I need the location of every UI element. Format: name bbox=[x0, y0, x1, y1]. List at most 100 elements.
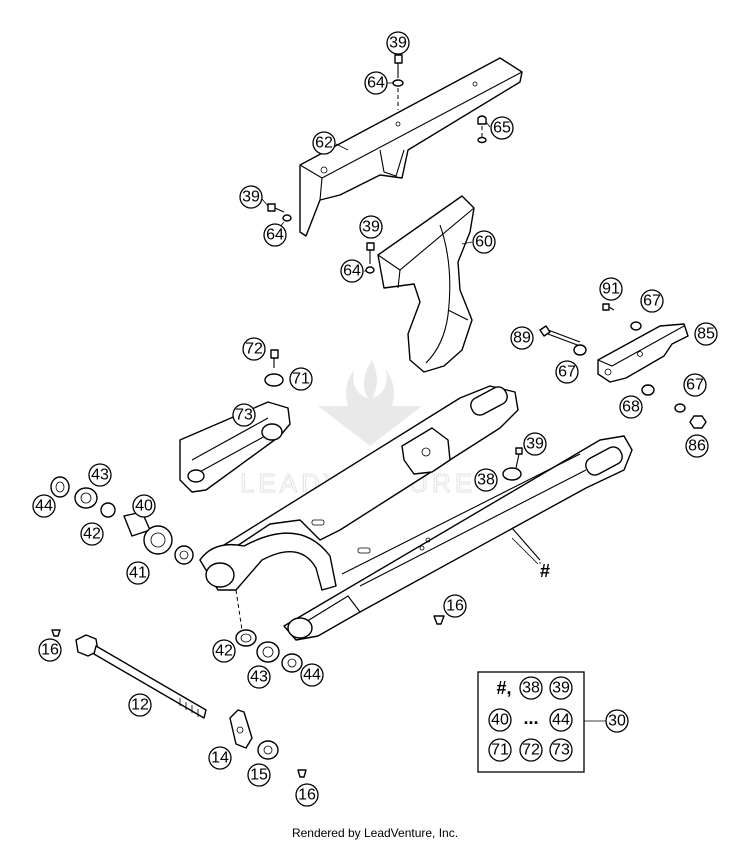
callout-67-right: 67 bbox=[683, 373, 707, 397]
kit-callout-73: 73 bbox=[549, 738, 573, 762]
svg-text:91: 91 bbox=[602, 281, 620, 298]
svg-text:62: 62 bbox=[315, 135, 333, 152]
callout-73: 73 bbox=[232, 403, 256, 427]
svg-text:41: 41 bbox=[129, 565, 147, 582]
small-parts-slider bbox=[602, 303, 707, 429]
callout-60: 60 bbox=[472, 230, 496, 254]
svg-text:43: 43 bbox=[91, 467, 109, 484]
cap-parts bbox=[51, 615, 445, 778]
svg-text:39: 39 bbox=[389, 35, 407, 52]
kit-ellipsis: ... bbox=[523, 708, 538, 728]
svg-text:16: 16 bbox=[446, 598, 464, 615]
svg-text:89: 89 bbox=[513, 330, 531, 347]
bolt-guard-side-part bbox=[267, 203, 292, 222]
callout-91: 91 bbox=[599, 277, 623, 301]
callout-43-left: 43 bbox=[88, 463, 112, 487]
callout-42-left: 42 bbox=[80, 522, 104, 546]
callout-85: 85 bbox=[694, 322, 718, 346]
callout-86: 86 bbox=[685, 434, 709, 458]
kit-box: #, ... 38 39 40 44 71 72 73 30 bbox=[477, 671, 629, 773]
pivot-stack-right bbox=[235, 589, 303, 673]
svg-text:40: 40 bbox=[135, 498, 153, 515]
callout-39-top: 39 bbox=[386, 31, 410, 55]
callout-71: 71 bbox=[289, 367, 313, 391]
svg-text:64: 64 bbox=[343, 263, 361, 280]
svg-text:71: 71 bbox=[491, 742, 509, 759]
callout-16-left: 16 bbox=[38, 638, 62, 662]
grommet-part bbox=[477, 115, 487, 144]
svg-text:67: 67 bbox=[558, 364, 576, 381]
svg-text:60: 60 bbox=[475, 234, 493, 251]
callout-64-cover: 64 bbox=[340, 259, 364, 283]
svg-text:39: 39 bbox=[362, 219, 380, 236]
svg-text:73: 73 bbox=[235, 407, 253, 424]
svg-text:14: 14 bbox=[211, 750, 229, 767]
svg-text:42: 42 bbox=[215, 643, 233, 660]
callout-67-mid: 67 bbox=[555, 360, 579, 384]
svg-text:30: 30 bbox=[608, 713, 626, 730]
svg-text:15: 15 bbox=[250, 767, 268, 784]
callout-67-top: 67 bbox=[640, 289, 664, 313]
callout-40: 40 bbox=[132, 494, 156, 518]
callout-42-right: 42 bbox=[212, 639, 236, 663]
swingarm-part bbox=[199, 385, 633, 641]
svg-text:12: 12 bbox=[131, 697, 149, 714]
svg-text:67: 67 bbox=[686, 377, 704, 394]
callout-44-right: 44 bbox=[300, 663, 324, 687]
svg-text:39: 39 bbox=[242, 189, 260, 206]
pivot-stack-left bbox=[50, 476, 194, 565]
callout-89: 89 bbox=[510, 326, 534, 350]
svg-text:68: 68 bbox=[622, 399, 640, 416]
callout-44-left: 44 bbox=[32, 494, 56, 518]
callout-65: 65 bbox=[490, 116, 514, 140]
bolt-cover-part bbox=[365, 242, 375, 274]
kit-callout-44: 44 bbox=[549, 708, 573, 732]
linkage-plate-part bbox=[179, 401, 291, 493]
svg-text:44: 44 bbox=[552, 712, 570, 729]
bolt-72-part bbox=[264, 349, 284, 387]
callout-68: 68 bbox=[619, 395, 643, 419]
svg-text:85: 85 bbox=[697, 326, 715, 343]
svg-text:72: 72 bbox=[245, 341, 263, 358]
svg-text:72: 72 bbox=[522, 742, 540, 759]
chain-guide-cover-part bbox=[377, 195, 475, 373]
callout-72: 72 bbox=[242, 337, 266, 361]
callout-39-guard: 39 bbox=[239, 185, 263, 209]
svg-text:44: 44 bbox=[35, 498, 53, 515]
axle-plate-part bbox=[229, 709, 253, 749]
footer-credit: Rendered by LeadVenture, Inc. bbox=[291, 826, 459, 840]
svg-text:39: 39 bbox=[526, 436, 544, 453]
bolt-top-part bbox=[392, 54, 404, 110]
callout-16-mid: 16 bbox=[443, 594, 467, 618]
callout-64-top: 64 bbox=[364, 71, 388, 95]
svg-text:71: 71 bbox=[292, 371, 310, 388]
callout-62: 62 bbox=[312, 131, 336, 155]
chain-slider-part bbox=[597, 323, 689, 383]
callout-43-right: 43 bbox=[247, 665, 271, 689]
svg-text:43: 43 bbox=[250, 669, 268, 686]
svg-text:16: 16 bbox=[298, 787, 316, 804]
kit-callout-72: 72 bbox=[519, 738, 543, 762]
kit-callout-71: 71 bbox=[488, 738, 512, 762]
svg-text:64: 64 bbox=[266, 227, 284, 244]
callout-38-arm: 38 bbox=[474, 468, 498, 492]
clip-38-part bbox=[502, 447, 523, 481]
kit-callout-40: 40 bbox=[488, 708, 512, 732]
callout-14: 14 bbox=[208, 746, 232, 770]
long-bolt-part bbox=[539, 325, 587, 356]
callout-64-guard: 64 bbox=[263, 223, 287, 247]
callout-30: 30 bbox=[605, 709, 629, 733]
svg-text:64: 64 bbox=[367, 75, 385, 92]
callout-12: 12 bbox=[128, 693, 152, 717]
axle-nut-part bbox=[257, 740, 279, 760]
callout-15: 15 bbox=[247, 763, 271, 787]
svg-text:38: 38 bbox=[522, 680, 540, 697]
svg-text:44: 44 bbox=[303, 667, 321, 684]
svg-text:67: 67 bbox=[643, 293, 661, 310]
svg-text:42: 42 bbox=[83, 526, 101, 543]
callout-39-arm: 39 bbox=[523, 432, 547, 456]
pivot-axle-part bbox=[75, 634, 207, 719]
kit-callout-38: 38 bbox=[519, 676, 543, 700]
kit-hash-label: #, bbox=[496, 678, 511, 698]
